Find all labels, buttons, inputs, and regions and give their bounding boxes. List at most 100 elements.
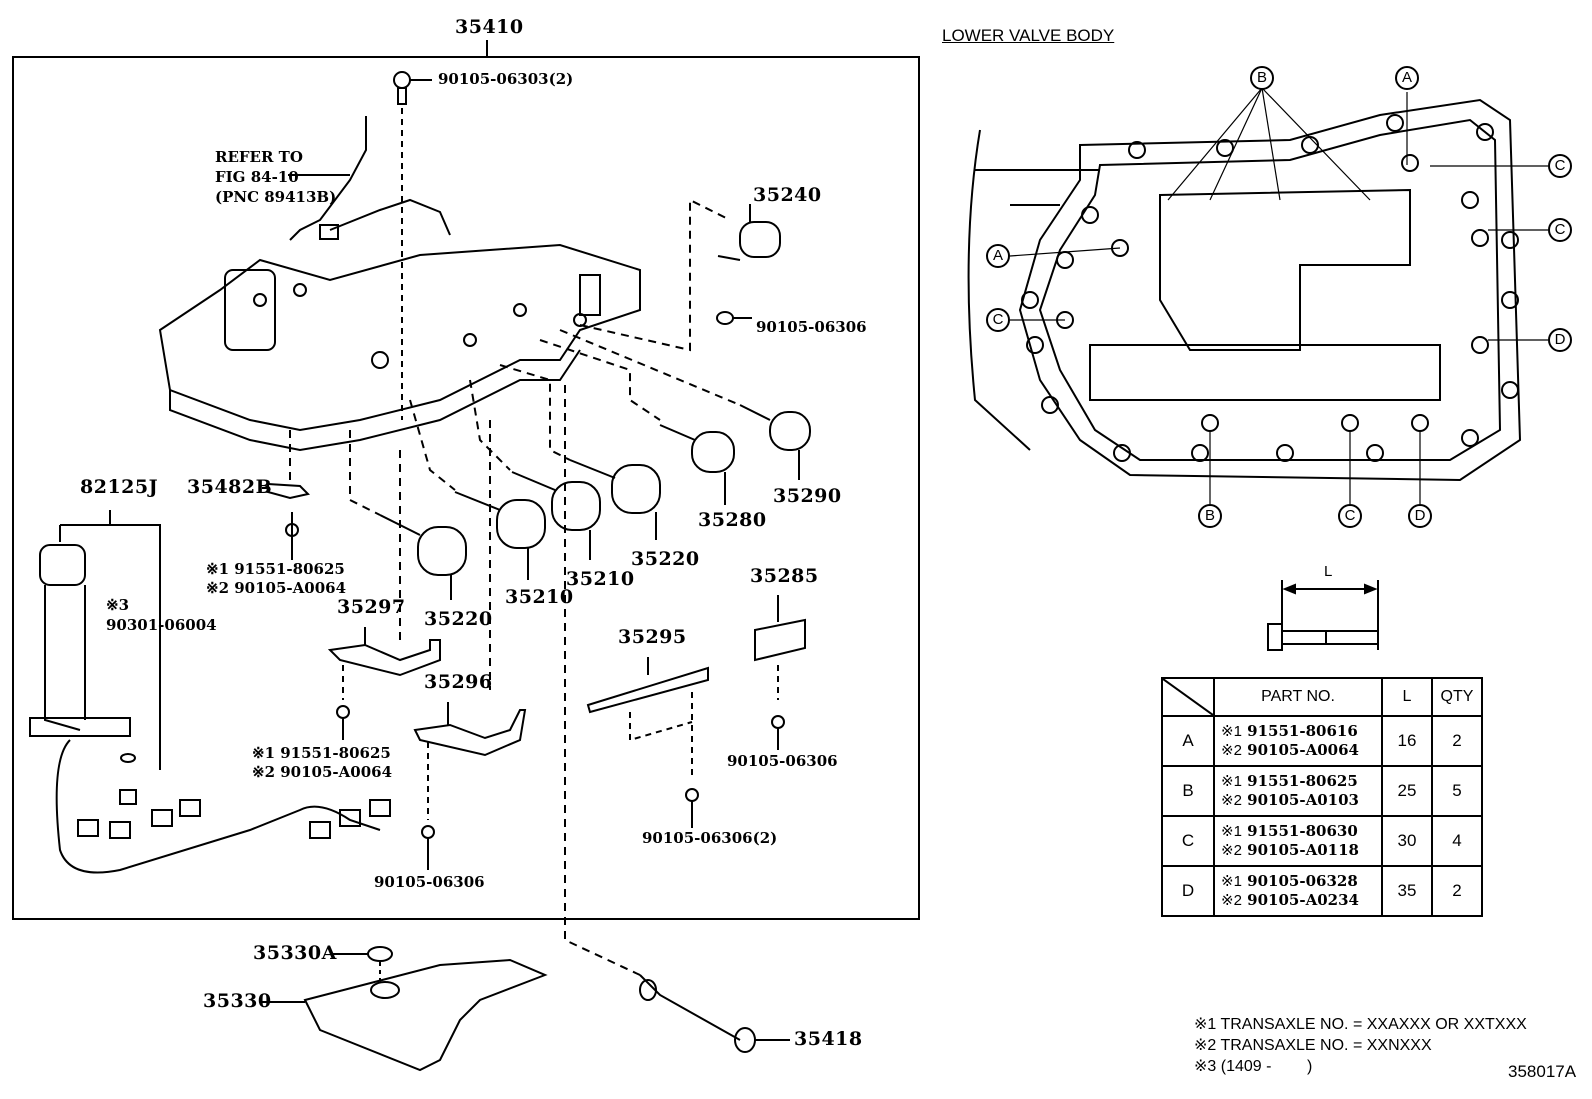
part-no-variant-2[interactable]: 90105-A0064	[1247, 741, 1359, 759]
figure-id: 358017A	[1508, 1062, 1577, 1081]
part-label-35295[interactable]: 35295	[618, 626, 687, 648]
solenoid-35280-drawing	[659, 424, 735, 505]
part-label-35290[interactable]: 35290	[773, 485, 842, 507]
part-no-variant-1[interactable]: 91551-80625	[1247, 771, 1358, 790]
callout-d-bottom: D	[1408, 504, 1432, 528]
callout-c-right-1: C	[1548, 154, 1572, 178]
variant-label-35482-1[interactable]: ※1 91551-80625	[206, 560, 345, 578]
header-length: L	[1381, 677, 1433, 717]
row-part-numbers: ※1 91551-80625 ※2 90105-A0103	[1213, 765, 1383, 817]
row-length: 30	[1381, 815, 1433, 867]
callout-b-top: B	[1250, 66, 1274, 90]
row-key: D	[1161, 865, 1215, 917]
bracket-35297-drawing	[327, 627, 441, 740]
part-label-35410[interactable]: 35410	[455, 16, 524, 38]
part-label-90105-06303[interactable]: 90105-06303(2)	[438, 70, 574, 88]
assembly-frame	[12, 56, 920, 920]
table-row: D ※1 90105-06328 ※2 90105-A0234 35 2	[1161, 865, 1483, 917]
solenoid-35210-a-drawing	[511, 471, 601, 560]
bolt-length-label: L	[1324, 563, 1333, 580]
lower-valve-body-bolts	[1021, 114, 1519, 462]
bolt-length-diagram	[1267, 580, 1379, 651]
part-label-35240[interactable]: 35240	[753, 184, 822, 206]
bolt-spec-table: PART NO. L QTY A ※1 91551-80616 ※2 90105…	[1161, 677, 1483, 917]
variant-label-35297-2[interactable]: ※2 90105-A0064	[252, 763, 393, 781]
footnotes: ※1 TRANSAXLE NO. = XXAXXX OR XXTXXX ※2 T…	[1194, 1014, 1527, 1077]
strainer-35330-drawing	[262, 946, 548, 1072]
bracket-35285-drawing	[754, 595, 806, 750]
table-row: B ※1 91551-80625 ※2 90105-A0103 25 5	[1161, 765, 1483, 817]
wire-harness-drawing	[29, 510, 391, 874]
part-label-35220-left[interactable]: 35220	[424, 608, 493, 630]
callout-c-right-2: C	[1548, 218, 1572, 242]
callout-c-left: C	[986, 308, 1010, 332]
solenoid-35220-right-drawing	[569, 459, 661, 540]
lower-valve-body-drawing	[967, 98, 1522, 482]
row-length: 35	[1381, 865, 1433, 917]
table-row: A ※1 91551-80616 ※2 90105-A0064 16 2	[1161, 715, 1483, 767]
variant-label-harness-part[interactable]: 90301-06004	[106, 616, 217, 634]
callout-a-top: A	[1395, 66, 1419, 90]
reference-note-line1: REFER TO	[215, 148, 303, 166]
row-qty: 2	[1431, 865, 1483, 917]
table-header-row: PART NO. L QTY	[1161, 677, 1483, 717]
footnote-1: ※1 TRANSAXLE NO. = XXAXXX OR XXTXXX	[1194, 1016, 1527, 1033]
part-label-82125J[interactable]: 82125J	[80, 476, 159, 498]
header-part-no: PART NO.	[1213, 677, 1383, 717]
row-qty: 4	[1431, 815, 1483, 867]
lower-valve-body-title: LOWER VALVE BODY	[942, 26, 1115, 45]
part-label-35482B[interactable]: 35482B	[187, 476, 273, 498]
bracket-35296-drawing	[413, 702, 527, 870]
part-35418-drawing	[639, 974, 790, 1053]
solenoid-35220-left-drawing	[379, 514, 467, 600]
row-part-numbers: ※1 90105-06328 ※2 90105-A0234	[1213, 865, 1383, 917]
variant-label-35297-1[interactable]: ※1 91551-80625	[252, 744, 391, 762]
footnote-3: ※3 (1409 - )	[1194, 1058, 1313, 1075]
row-part-numbers: ※1 91551-80630 ※2 90105-A0118	[1213, 815, 1383, 867]
table-row: C ※1 91551-80630 ※2 90105-A0118 30 4	[1161, 815, 1483, 867]
part-label-35220-right[interactable]: 35220	[631, 548, 700, 570]
solenoid-35290-drawing	[739, 404, 811, 480]
bracket-35295-drawing	[586, 657, 709, 828]
callout-c-bottom: C	[1338, 504, 1362, 528]
row-part-numbers: ※1 91551-80616 ※2 90105-A0064	[1213, 715, 1383, 767]
part-no-variant-2[interactable]: 90105-A0234	[1247, 891, 1359, 909]
table-corner-cell	[1161, 677, 1215, 717]
callout-b-bottom: B	[1198, 504, 1222, 528]
diagonal-line-icon	[1163, 679, 1213, 715]
callout-a-left: A	[986, 244, 1010, 268]
header-qty: QTY	[1431, 677, 1483, 717]
part-label-35330A[interactable]: 35330A	[253, 942, 337, 964]
row-length: 25	[1381, 765, 1433, 817]
variant-label-35482-2[interactable]: ※2 90105-A0064	[206, 579, 347, 597]
part-label-90105-06306-c[interactable]: 90105-06306(2)	[642, 829, 778, 847]
reference-note-line3: (PNC 89413B)	[215, 188, 337, 206]
part-label-90105-06306-a[interactable]: 90105-06306	[756, 318, 867, 336]
callout-d-right: D	[1548, 328, 1572, 352]
solenoid-35210-b-drawing	[454, 491, 546, 580]
part-no-variant-2[interactable]: 90105-A0118	[1247, 841, 1359, 859]
part-label-35210-a[interactable]: 35210	[566, 568, 635, 590]
part-no-variant-1[interactable]: 91551-80630	[1247, 821, 1358, 840]
part-no-variant-1[interactable]: 90105-06328	[1247, 871, 1358, 890]
part-label-35296[interactable]: 35296	[424, 671, 493, 693]
part-label-90105-06306-b[interactable]: 90105-06306	[727, 752, 838, 770]
variant-label-harness-note: ※3	[106, 596, 130, 614]
solenoid-35240-drawing	[717, 204, 781, 261]
row-qty: 5	[1431, 765, 1483, 817]
part-label-90105-06306-d[interactable]: 90105-06306	[374, 873, 485, 891]
part-label-35280[interactable]: 35280	[698, 509, 767, 531]
row-qty: 2	[1431, 715, 1483, 767]
part-label-35330[interactable]: 35330	[203, 990, 272, 1012]
part-label-35418[interactable]: 35418	[794, 1028, 863, 1050]
reference-note-line2[interactable]: FIG 84-10	[215, 168, 299, 186]
part-no-variant-1[interactable]: 91551-80616	[1247, 721, 1358, 740]
part-no-variant-2[interactable]: 90105-A0103	[1247, 791, 1359, 809]
row-key: A	[1161, 715, 1215, 767]
row-key: B	[1161, 765, 1215, 817]
part-label-35210-b[interactable]: 35210	[505, 586, 574, 608]
part-label-35297[interactable]: 35297	[337, 596, 406, 618]
part-label-35285[interactable]: 35285	[750, 565, 819, 587]
